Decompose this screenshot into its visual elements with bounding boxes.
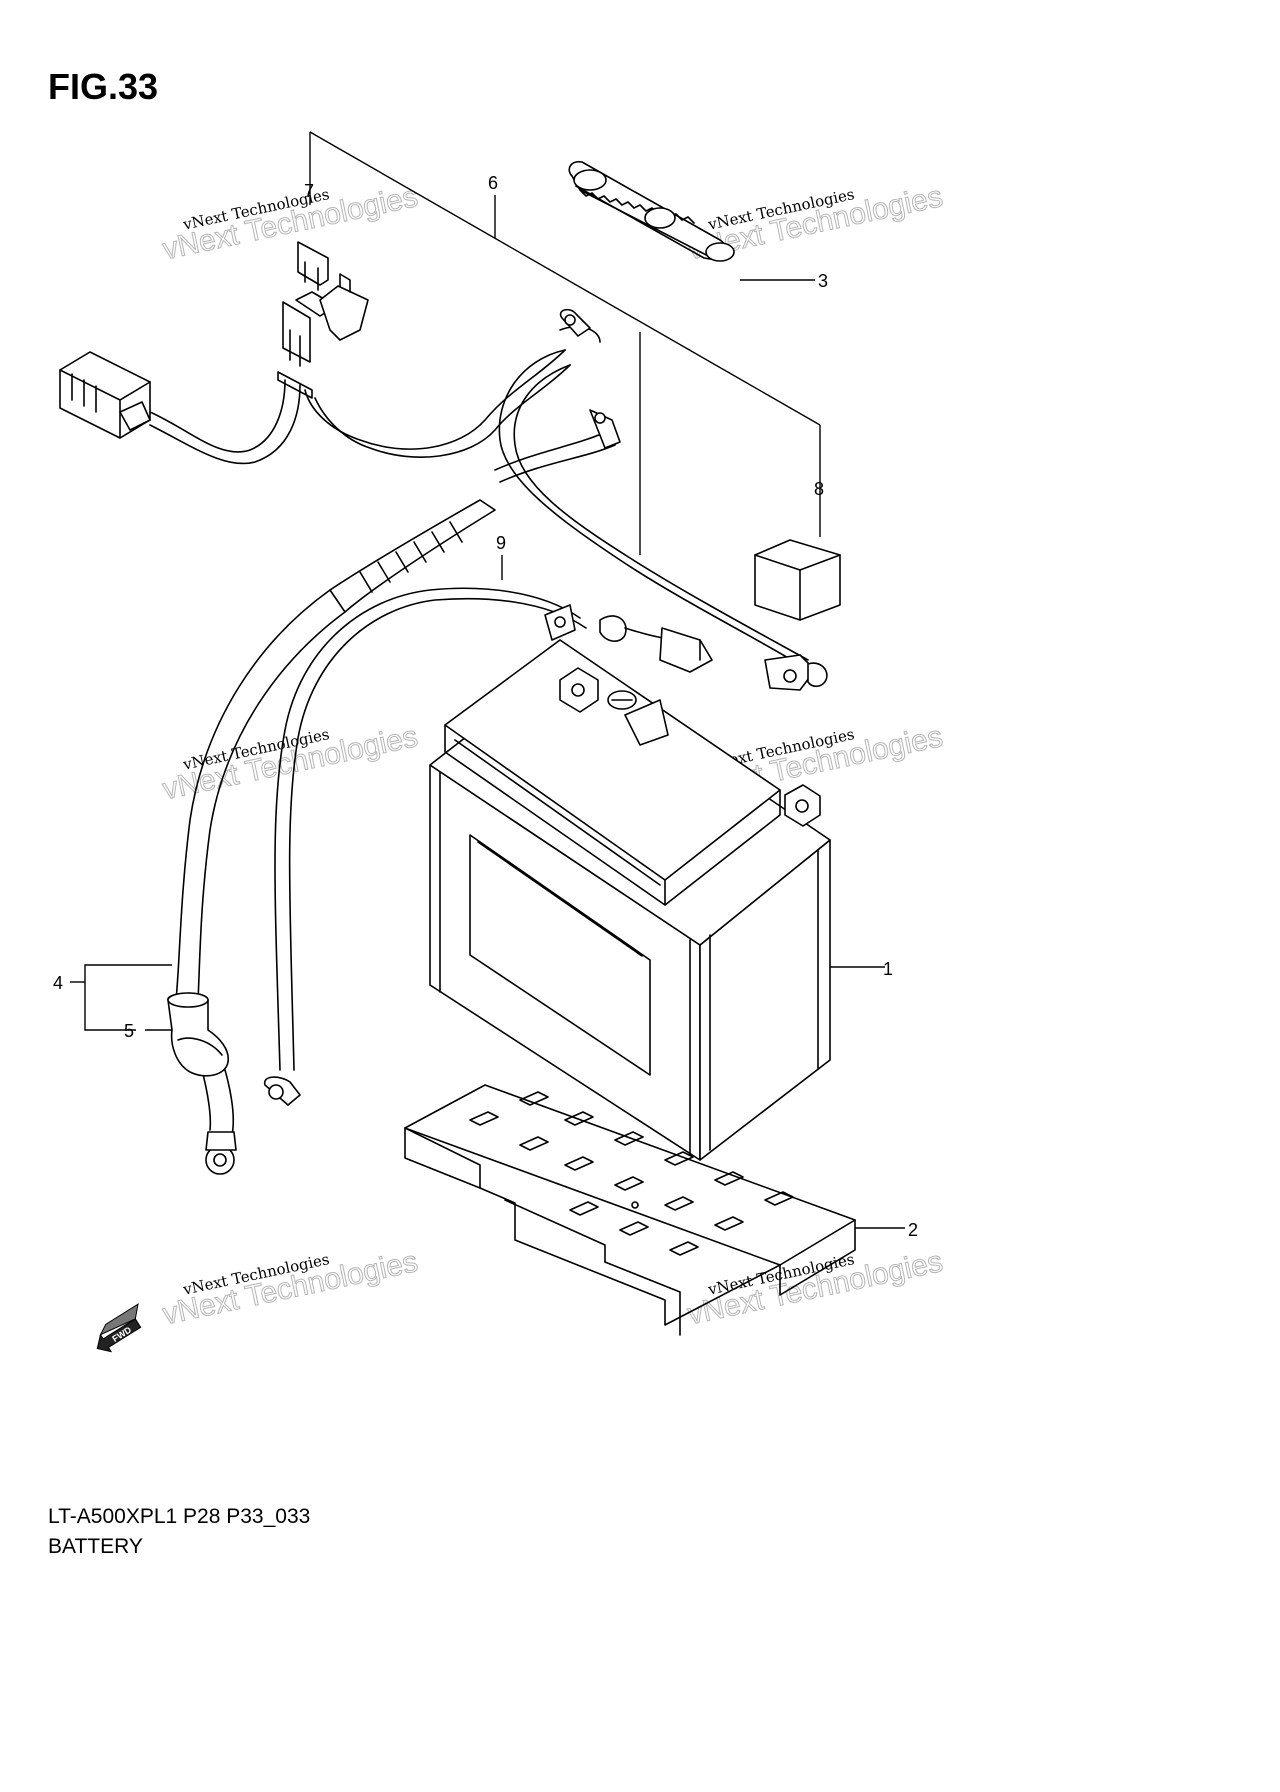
callout-leaders-4-5: [70, 964, 172, 1031]
callout-3: 3: [818, 271, 828, 291]
part-6-main-harness: [59, 308, 828, 691]
part-7-fuse: [277, 241, 369, 399]
figure-caption-name: BATTERY: [48, 1535, 143, 1558]
part-3-battery-cover: [568, 160, 815, 281]
callout-6: 6: [488, 173, 498, 193]
part-8-fuse-cover: [754, 539, 841, 621]
harness-group-leaders: [309, 131, 821, 555]
part-2-battery-tray: [404, 1084, 905, 1336]
callout-2: 2: [908, 1220, 918, 1240]
callout-7: 7: [304, 181, 314, 201]
callout-9: 9: [496, 533, 506, 553]
watermark-3: vNext Technologies vNext Technologies: [159, 720, 421, 807]
watermark-1: vNext Technologies vNext Technologies: [159, 180, 421, 267]
callout-8: 8: [814, 479, 824, 499]
fwd-arrow-icon: FWD: [96, 1303, 142, 1353]
callout-5: 5: [124, 1021, 134, 1041]
watermark-6: vNext Technologies vNext Technologies: [684, 1245, 946, 1332]
part-4-battery-cable: [175, 589, 346, 1175]
watermark-5: vNext Technologies vNext Technologies: [159, 1245, 421, 1332]
part-9-lead-wire: [264, 555, 713, 1106]
tray-slots: [469, 1091, 794, 1256]
callout-4: 4: [53, 973, 63, 993]
part-1-battery: [429, 639, 885, 1161]
part-5-terminal-boot: [167, 992, 230, 1077]
callout-1: 1: [883, 959, 893, 979]
figure-title: FIG.33: [48, 66, 159, 107]
figure-caption-code: LT-A500XPL1 P28 P33_033: [48, 1505, 311, 1528]
callout-numbers: 1 2 3 4 5 6 7 8 9: [53, 173, 918, 1240]
